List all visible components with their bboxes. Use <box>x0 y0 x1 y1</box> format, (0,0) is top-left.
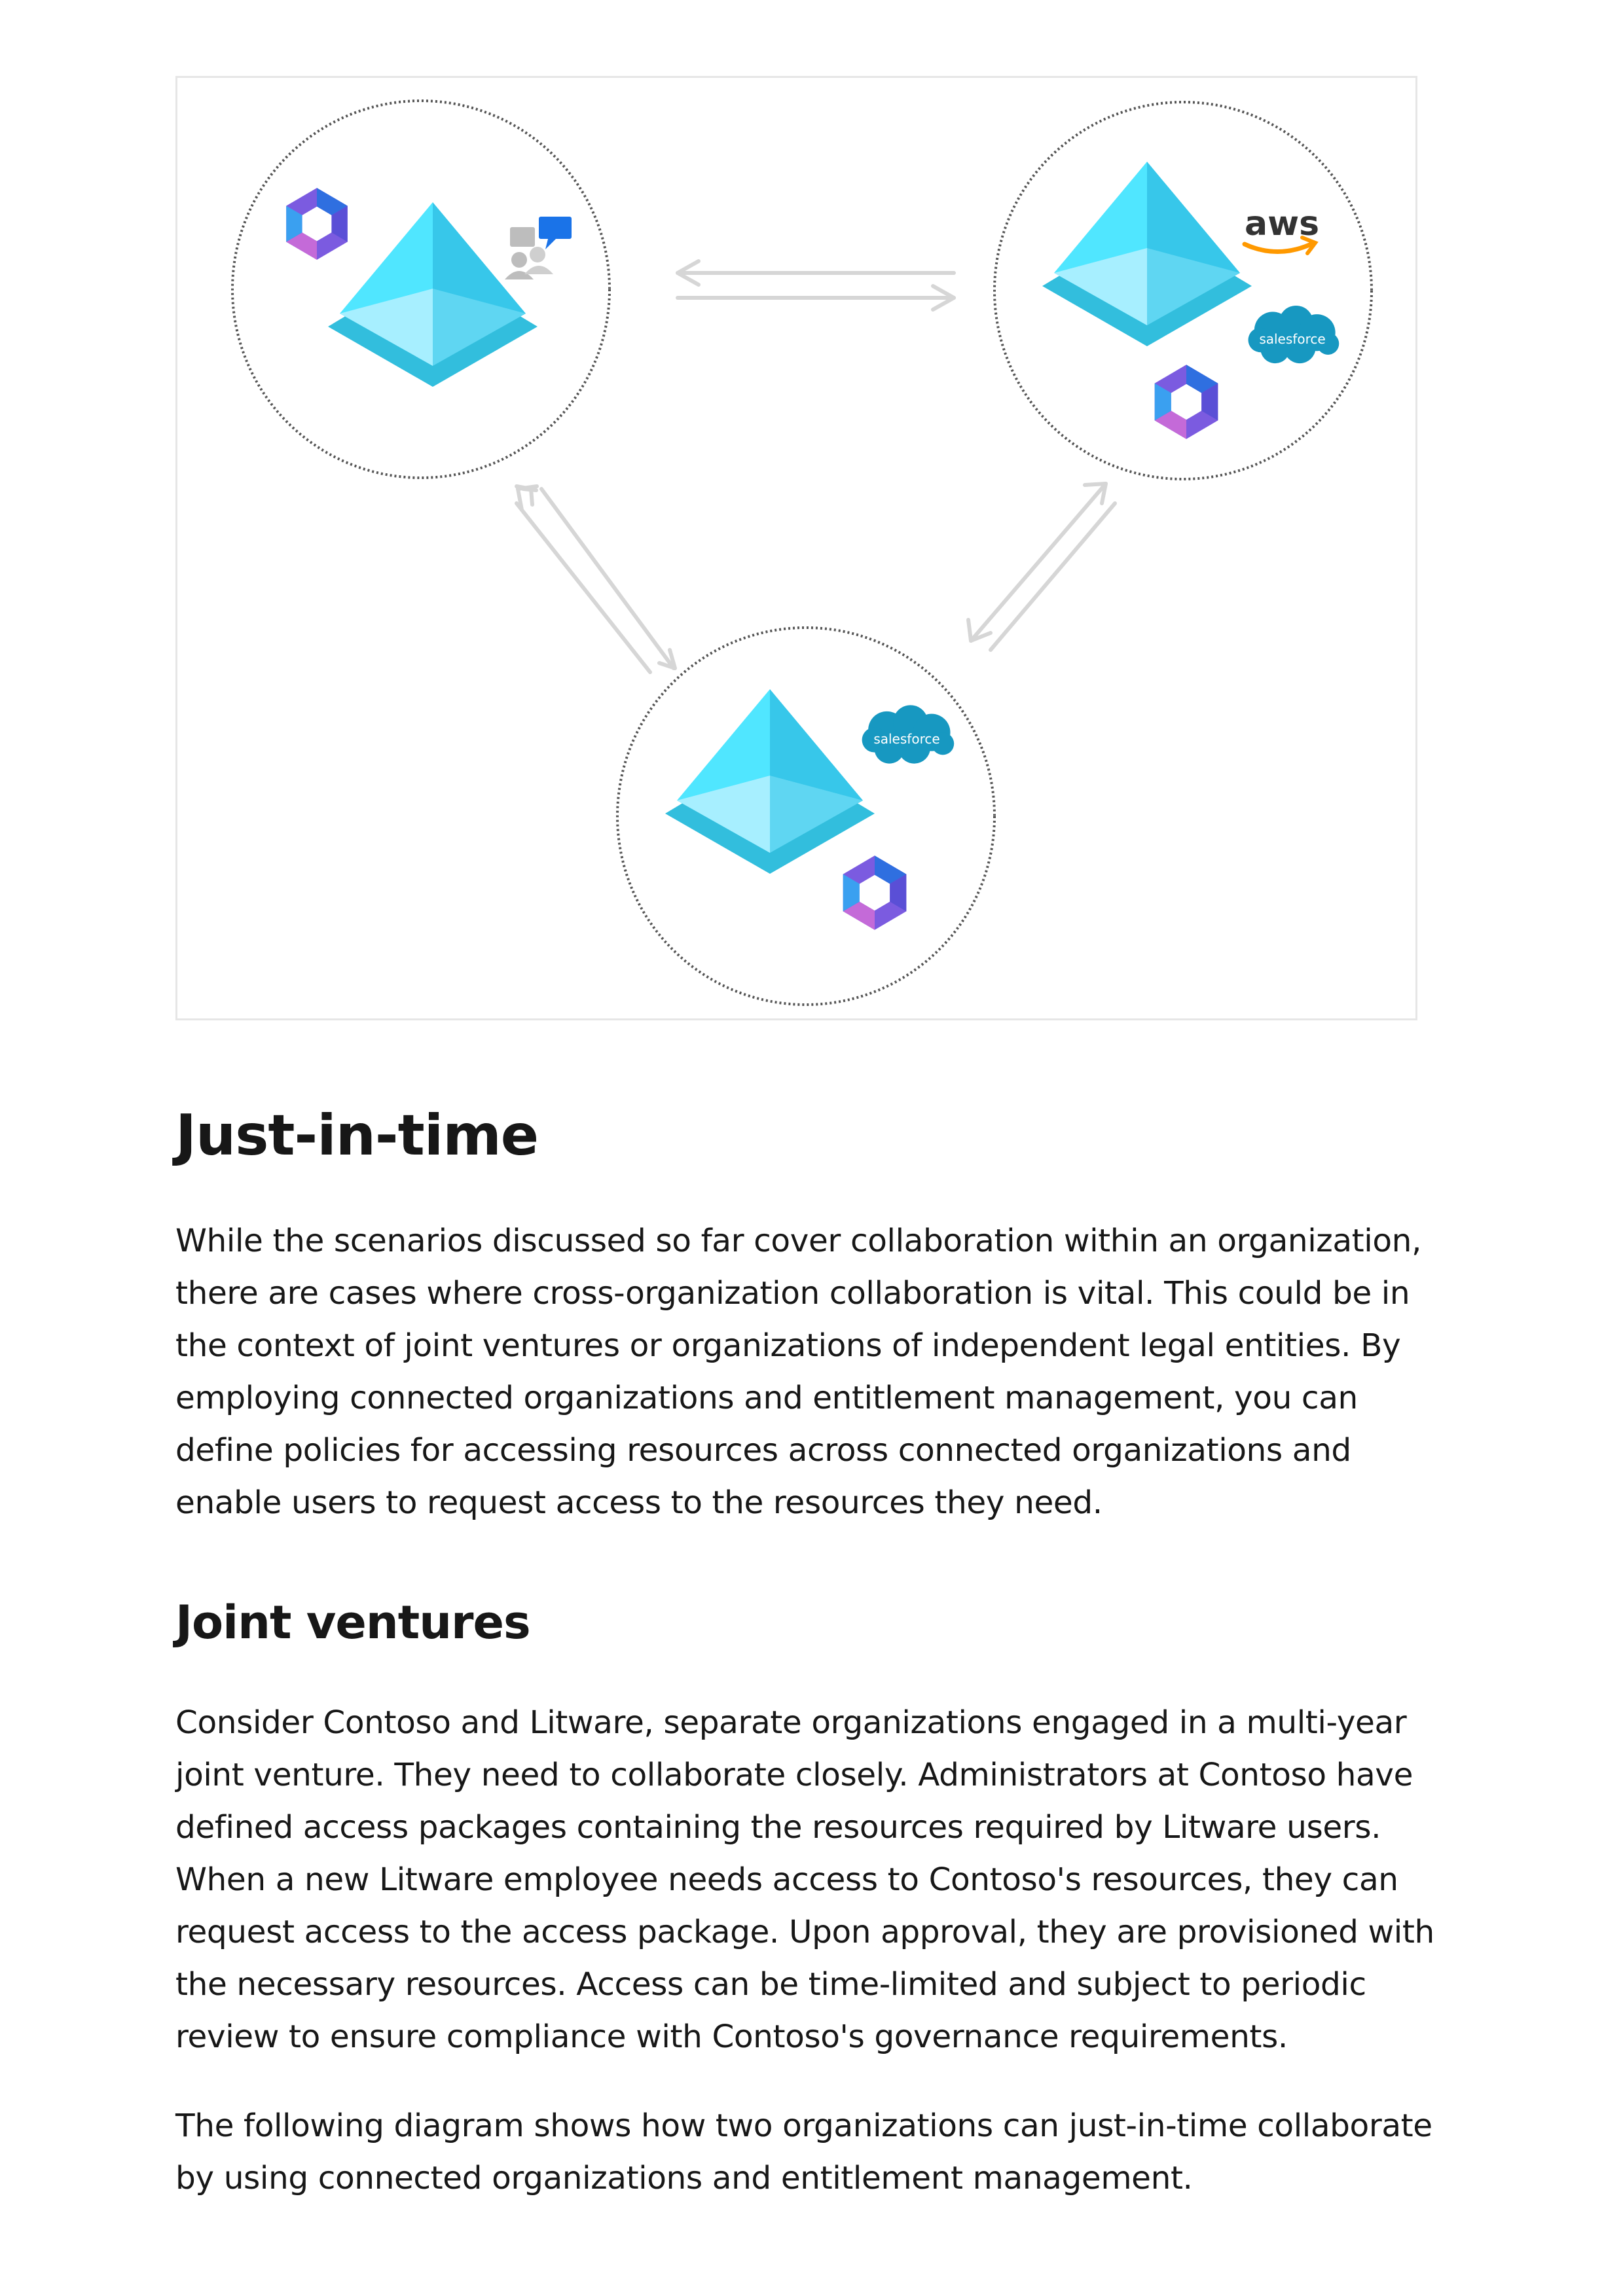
heading-just-in-time: Just-in-time <box>175 1103 539 1168</box>
heading-joint-ventures: Joint ventures <box>175 1596 531 1649</box>
org-circle-top-right: aws salesforce <box>993 101 1373 480</box>
people-chat-icon <box>505 217 572 279</box>
aws-logo: aws <box>1242 204 1319 255</box>
microsoft-365-icon <box>286 188 348 260</box>
azure-ad-pyramid-icon <box>665 689 875 874</box>
svg-text:aws: aws <box>1245 204 1319 243</box>
svg-text:salesforce: salesforce <box>873 731 939 747</box>
salesforce-logo: salesforce <box>862 705 955 764</box>
microsoft-365-icon <box>843 855 907 930</box>
paragraph-diagram-intro: The following diagram shows how two orga… <box>175 2108 1432 2197</box>
org-circle-top-left <box>231 99 611 479</box>
organizations-diagram: aws salesforce salesforce <box>175 76 1417 1020</box>
arrow-left-bottom <box>515 484 677 674</box>
arrow-top-left-right <box>676 259 956 312</box>
azure-ad-pyramid-icon <box>328 202 538 387</box>
svg-text:salesforce: salesforce <box>1259 331 1325 347</box>
azure-ad-pyramid-icon <box>1042 162 1252 346</box>
paragraph-just-in-time: While the scenarios discussed so far cov… <box>175 1223 1422 1521</box>
microsoft-365-icon <box>1154 365 1218 439</box>
org-circle-bottom: salesforce <box>616 626 996 1006</box>
salesforce-logo: salesforce <box>1248 305 1340 364</box>
arrow-right-bottom <box>966 482 1117 652</box>
diagram-canvas: aws salesforce salesforce <box>231 99 1373 1006</box>
paragraph-joint-ventures: Consider Contoso and Litware, separate o… <box>175 1704 1434 2055</box>
